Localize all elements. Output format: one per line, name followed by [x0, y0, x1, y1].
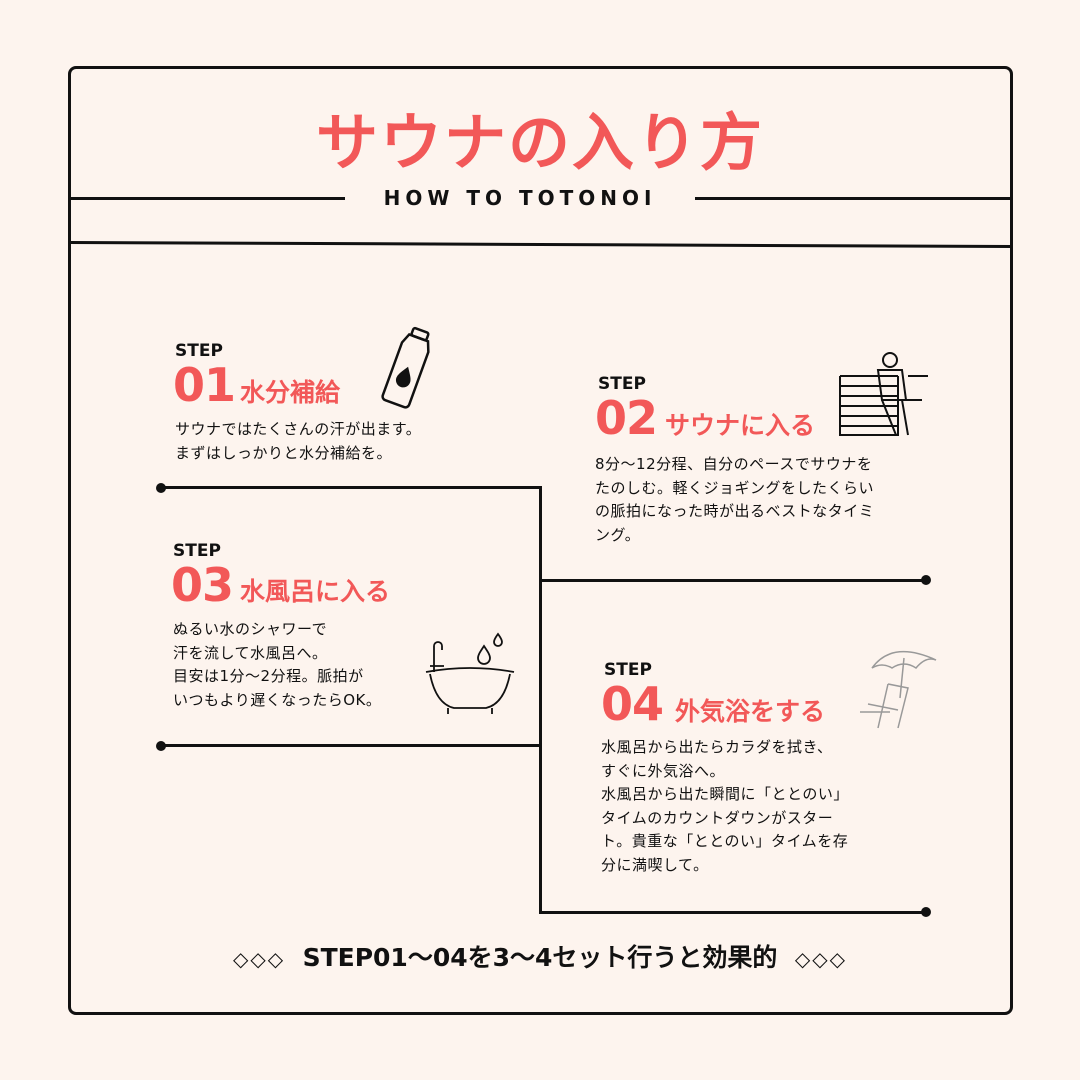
timeline-dot [921, 575, 931, 585]
page-title: サウナの入り方 [315, 106, 764, 179]
step-body: サウナではたくさんの汗が出ます。 まずはしっかりと水分補給を。 [175, 420, 422, 462]
step-heading: サウナに入る [665, 411, 816, 440]
step-number: 02 [595, 391, 658, 445]
step-number: 04 [601, 677, 664, 731]
step-label: STEP [598, 374, 646, 394]
sauna-person-icon [839, 352, 928, 436]
divider [695, 197, 1011, 200]
step-body: 水風呂から出たらカラダを拭き、 すぐに外気浴へ。 水風呂から出た瞬間に「ととのい… [601, 738, 849, 874]
subtitle: HOW TO TOTONOI [383, 186, 657, 210]
beach-chair-icon [860, 650, 937, 729]
step-heading: 水分補給 [240, 378, 341, 407]
step-number: 03 [171, 558, 234, 612]
diamond-deco: ◇◇◇ [233, 947, 286, 971]
step-heading: 水風呂に入る [240, 577, 391, 606]
footer-text: STEP01〜04を3〜4セット行うと効果的 [302, 943, 778, 972]
timeline-branch [540, 911, 925, 914]
step-heading: 外気浴をする [675, 697, 826, 726]
timeline-dot [156, 741, 166, 751]
water-bottle-icon [381, 326, 430, 409]
step-body: 8分〜12分程、自分のペースでサウナを たのしむ。軽くジョギングをしたくらい の… [595, 455, 875, 544]
diamond-deco: ◇◇◇ [794, 947, 847, 971]
bathtub-icon [425, 632, 515, 714]
step-label: STEP [175, 341, 223, 361]
timeline-branch [160, 486, 542, 489]
divider [70, 197, 345, 200]
step-label: STEP [173, 541, 221, 561]
step-body: ぬるい水のシャワーで 汗を流して水風呂へ。 目安は1分〜2分程。脈拍が いつもよ… [173, 620, 382, 709]
timeline-dot [156, 483, 166, 493]
poster-frame [68, 66, 1013, 1015]
step-label: STEP [604, 660, 652, 680]
step-number: 01 [173, 358, 236, 412]
timeline-spine [539, 487, 542, 914]
timeline-branch [160, 744, 542, 747]
timeline-branch [540, 579, 925, 582]
footer-note: ◇◇◇ STEP01〜04を3〜4セット行うと効果的 ◇◇◇ [0, 938, 1080, 974]
timeline-dot [921, 907, 931, 917]
